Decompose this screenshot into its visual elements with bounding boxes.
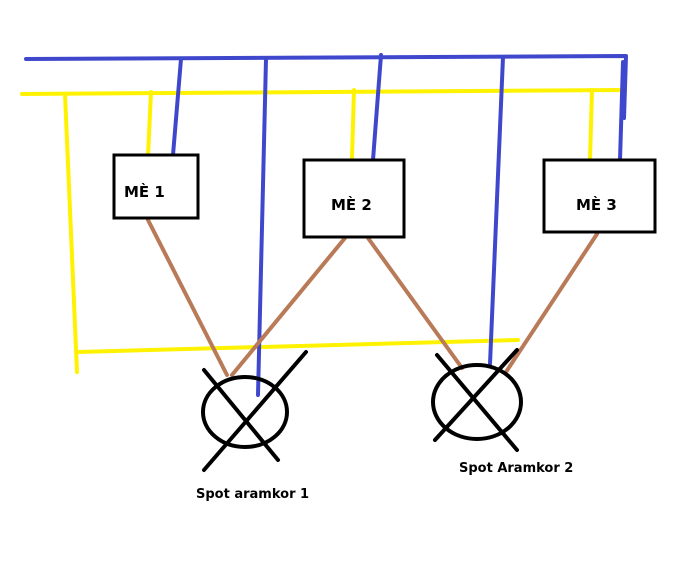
switch-label-1: MÈ 1 bbox=[124, 182, 165, 201]
switch-label-2: MÈ 2 bbox=[331, 195, 372, 214]
lamp-1-circle bbox=[201, 375, 289, 449]
brown-switch-2-to-spot-1 bbox=[230, 236, 347, 377]
yellow-drop-switch-1 bbox=[146, 90, 153, 158]
blue-wires bbox=[24, 53, 628, 397]
yellow-drop-switch-2 bbox=[350, 88, 356, 160]
blue-main-bus bbox=[24, 54, 628, 120]
switch-box-3: MÈ 3 bbox=[542, 158, 657, 234]
blue-drop-spot-2 bbox=[488, 55, 505, 366]
yellow-left-riser bbox=[63, 92, 79, 374]
spot-label-1: Spot aramkor 1 bbox=[196, 487, 309, 502]
brown-switch-3-to-spot-2 bbox=[504, 232, 599, 374]
spot-lamp-2 bbox=[431, 348, 523, 452]
lamp-2-cross-a bbox=[435, 353, 519, 452]
switch-box-2: MÈ 2 bbox=[302, 158, 406, 239]
yellow-drop-switch-3 bbox=[588, 88, 594, 162]
blue-drop-switch-3 bbox=[618, 60, 625, 162]
blue-drop-switch-2 bbox=[371, 53, 383, 162]
blue-drop-switch-1 bbox=[171, 57, 183, 157]
lamp-1-cross-b bbox=[202, 350, 308, 472]
brown-wires bbox=[146, 218, 599, 377]
brown-switch-1-to-spot-1 bbox=[146, 218, 229, 377]
lamp-2-cross-b bbox=[433, 348, 519, 442]
brown-switch-2-to-spot-2 bbox=[366, 236, 464, 370]
switch-box-1: MÈ 1 bbox=[112, 153, 200, 220]
spot-label-2: Spot Aramkor 2 bbox=[459, 461, 573, 476]
spot-lamp-1 bbox=[201, 350, 308, 472]
lamp-1-cross-a bbox=[202, 368, 280, 462]
switch-label-3: MÈ 3 bbox=[576, 195, 617, 214]
lamp-2-circle bbox=[431, 363, 523, 441]
